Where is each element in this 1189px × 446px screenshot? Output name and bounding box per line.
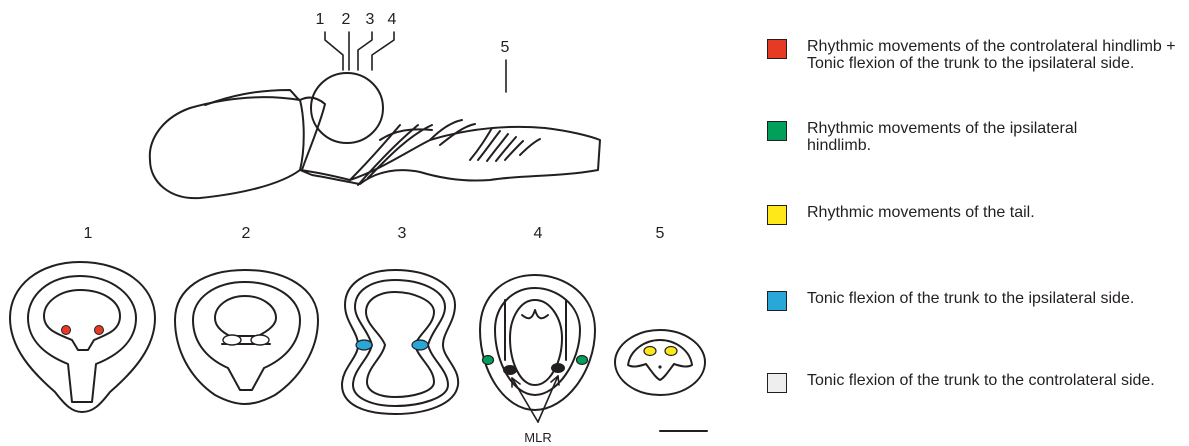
blue-dot-right [411,339,429,351]
blue-dot-left [355,339,373,351]
top-number-5: 5 [501,39,510,56]
legend-item-light: Tonic flexion of the trunk to the contro… [767,372,1187,393]
section-number-4: 4 [534,225,543,242]
legend-swatch-yellow [767,205,787,225]
legend: Rhythmic movements of the controlateral … [767,0,1187,446]
sagittal-brain [148,72,601,200]
mlr-dot-left [503,365,517,375]
legend-text-light: Tonic flexion of the trunk to the contro… [807,372,1155,389]
cross-section-2 [174,269,319,405]
green-dot-left [481,354,495,366]
legend-item-green: Rhythmic movements of the ipsilateral hi… [767,120,1137,154]
light-dot-right [250,334,270,346]
cross-section-3 [341,269,460,415]
cross-section-1 [9,261,156,413]
section-leader-lines [324,31,507,93]
yellow-dot-right [664,345,678,357]
top-number-1: 1 [316,11,325,28]
yellow-dot-left [643,345,657,357]
top-section-numbers: 1 2 3 4 5 [316,11,510,56]
section-numbers: 1 2 3 4 5 [84,225,665,242]
section-number-1: 1 [84,225,93,242]
legend-text-blue: Tonic flexion of the trunk to the ipsila… [807,290,1135,307]
legend-item-yellow: Rhythmic movements of the tail. [767,204,1187,225]
legend-text-red: Rhythmic movements of the controlateral … [807,38,1176,72]
section-number-2: 2 [242,225,251,242]
mlr-arrows [511,375,560,423]
red-dot-left [61,325,71,335]
legend-item-red: Rhythmic movements of the controlateral … [767,38,1187,72]
mlr-label: MLR [524,430,551,445]
green-dot-right [575,354,589,366]
section-number-3: 3 [398,225,407,242]
light-dot-left [222,334,242,346]
section-number-5: 5 [656,225,665,242]
legend-item-blue: Tonic flexion of the trunk to the ipsila… [767,290,1177,311]
top-number-4: 4 [388,11,397,28]
legend-swatch-green [767,121,787,141]
top-number-3: 3 [366,11,375,28]
top-number-2: 2 [342,11,351,28]
legend-text-yellow: Rhythmic movements of the tail. [807,204,1035,221]
legend-text-green: Rhythmic movements of the ipsilateral hi… [807,120,1078,154]
legend-swatch-red [767,39,787,59]
legend-swatch-blue [767,291,787,311]
mlr-dot-right [551,363,565,373]
cross-section-4 [479,274,596,411]
red-dot-right [94,325,104,335]
legend-swatch-light [767,373,787,393]
cross-section-5 [614,329,706,396]
